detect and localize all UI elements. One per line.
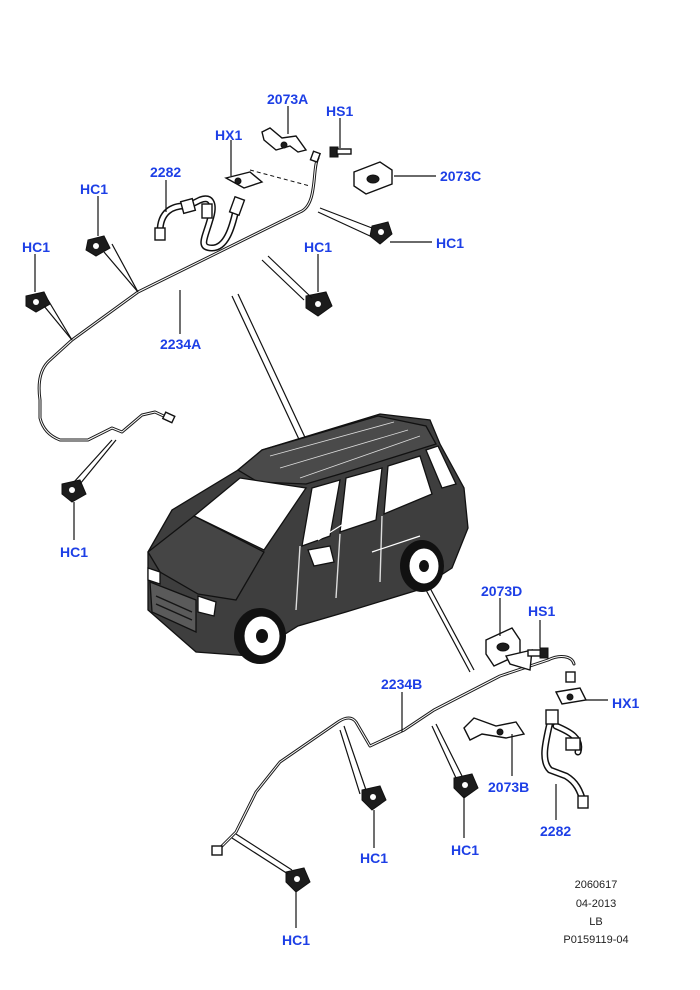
clip-hc1-upper-1	[85, 235, 111, 257]
rear-wheel	[400, 540, 444, 592]
clip-hc1-upper-3	[305, 291, 333, 317]
reference-part-number: P0159119-04	[563, 934, 629, 946]
reference-date: 04-2013	[575, 898, 617, 910]
brake-hose-2282-bottom	[541, 709, 589, 809]
callout-2282-top: 2282	[150, 164, 182, 180]
bolt-hs1-top	[329, 146, 352, 158]
callout-2234a: 2234A	[160, 336, 202, 352]
callout-hc1-d: HC1	[436, 235, 465, 251]
reference-code: LB	[589, 916, 603, 928]
vehicle-illustration	[147, 413, 469, 664]
callout-hc1-e: HC1	[60, 544, 89, 560]
callout-hs1-top: HS1	[326, 103, 354, 119]
callout-2073c: 2073C	[440, 168, 482, 184]
bracket-hx1-bottom	[554, 687, 588, 705]
bolt-hs1-bottom	[527, 647, 549, 659]
front-wheel	[234, 608, 286, 664]
leader-lines-lower	[231, 598, 608, 928]
brake-hose-2282-top	[154, 195, 246, 252]
callout-hc1-h: HC1	[282, 932, 311, 948]
pipe-2234a-end-fitting	[161, 150, 322, 424]
clip-hc1-lower-2	[453, 773, 479, 799]
callout-hc1-g: HC1	[451, 842, 480, 858]
callout-2282-bottom: 2282	[540, 823, 572, 839]
bracket-2073c	[353, 161, 393, 195]
callout-hc1-a: HC1	[80, 181, 109, 197]
brake-pipe-2234b	[211, 655, 576, 856]
callout-2073a: 2073A	[267, 91, 309, 107]
clip-hc1-lower-3	[285, 867, 311, 893]
brake-pipe-2234a	[37, 150, 322, 442]
bracket-hx1-top	[224, 171, 264, 189]
callout-hc1-c: HC1	[304, 239, 333, 255]
clip-hc1-upper-4	[369, 221, 393, 245]
callout-hx1-top: HX1	[215, 127, 243, 143]
callout-hs1-bottom: HS1	[528, 603, 556, 619]
reference-number: 2060617	[574, 879, 618, 891]
callout-hc1-b: HC1	[22, 239, 51, 255]
callout-hx1-bottom: HX1	[612, 695, 640, 711]
callout-hc1-f: HC1	[360, 850, 389, 866]
clip-hc1-lower-1	[361, 785, 387, 811]
bracket-2073d	[485, 627, 533, 671]
callout-2073d: 2073D	[481, 583, 523, 599]
clip-hc1-upper-2	[25, 291, 51, 313]
bracket-2073a	[261, 127, 308, 153]
clip-hc1-upper-5	[61, 479, 87, 503]
leader-lines-upper	[34, 106, 436, 540]
callout-2234b: 2234B	[381, 676, 423, 692]
callout-2073b: 2073B	[488, 779, 530, 795]
bracket-2073b	[463, 717, 526, 741]
